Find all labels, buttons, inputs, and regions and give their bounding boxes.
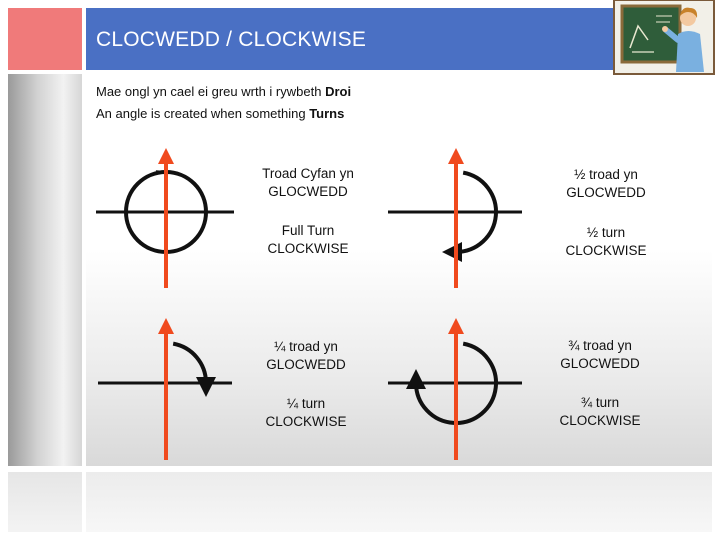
turn-arrowhead-full	[145, 170, 162, 178]
label-line: GLOCWEDD	[268, 184, 348, 199]
label-line: CLOCKWISE	[267, 241, 349, 256]
label-line: ¼ troad yn	[274, 339, 338, 354]
turn-label-welsh-half: ½ troad yn GLOCWEDD	[526, 166, 686, 202]
label-line: ½ troad yn	[574, 167, 638, 182]
label-line: Full Turn	[281, 223, 335, 238]
header-bar	[86, 8, 712, 70]
label-line: CLOCKWISE	[265, 414, 347, 429]
label-line: CLOCKWISE	[565, 243, 647, 258]
turn-arc-quarter	[172, 341, 216, 397]
label-line: GLOCWEDD	[566, 185, 646, 200]
content-area	[86, 74, 712, 466]
label-line: ½ turn	[586, 225, 626, 240]
turn-label-english-full: Full Turn CLOCKWISE	[228, 222, 388, 258]
footer-panel	[86, 472, 712, 532]
intro-welsh: Mae ongl yn cael ei greu wrth i rywbeth …	[96, 84, 351, 99]
label-line: ¾ turn	[580, 395, 620, 410]
intro-english-text: An angle is created when something	[96, 106, 310, 121]
label-line: ¾ troad yn	[568, 338, 632, 353]
intro-welsh-text: Mae ongl yn cael ei greu wrth i rywbeth	[96, 84, 326, 99]
left-decorative-panel	[8, 74, 82, 466]
intro-english: An angle is created when something Turns	[96, 106, 344, 121]
turn-label-welsh-three-quarter: ¾ troad yn GLOCWEDD	[520, 337, 680, 373]
label-line: GLOCWEDD	[560, 356, 640, 371]
turn-arc-three-quarter	[406, 341, 498, 425]
turn-label-welsh-quarter: ¼ troad yn GLOCWEDD	[226, 338, 386, 374]
label-line: Troad Cyfan yn	[262, 166, 354, 181]
footer-left-panel	[8, 472, 82, 532]
turn-label-english-three-quarter: ¾ turn CLOCKWISE	[520, 394, 680, 430]
label-line: CLOCKWISE	[559, 413, 641, 428]
turn-label-english-quarter: ¼ turn CLOCKWISE	[226, 395, 386, 431]
turn-arc-half	[442, 170, 498, 262]
header-accent-block	[8, 8, 82, 70]
intro-english-bold: Turns	[309, 106, 345, 121]
label-line: GLOCWEDD	[266, 357, 346, 372]
turn-label-welsh-full: Troad Cyfan yn GLOCWEDD	[228, 165, 388, 201]
teacher-at-chalkboard-icon	[613, 0, 715, 75]
label-line: ¼ turn	[286, 396, 326, 411]
page-title: CLOCWEDD / CLOCKWISE	[96, 28, 367, 51]
intro-welsh-bold: Droi	[325, 84, 352, 99]
turn-label-english-half: ½ turn CLOCKWISE	[526, 224, 686, 260]
